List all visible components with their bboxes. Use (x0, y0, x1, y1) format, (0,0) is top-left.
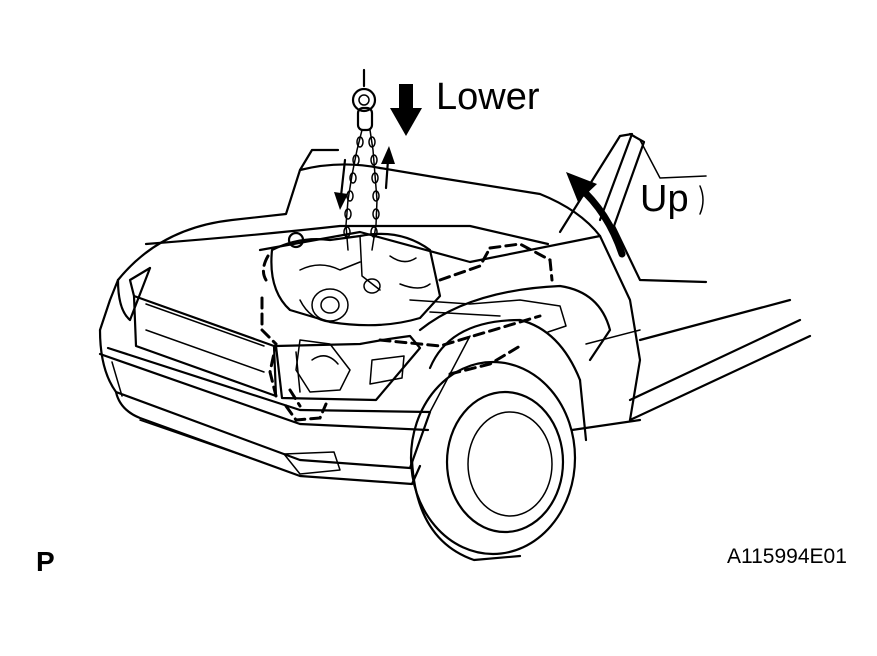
chain-up-arrow-icon (381, 146, 395, 190)
lower-label: Lower (436, 76, 540, 118)
chain-down-arrow-icon (334, 158, 348, 210)
lower-arrow-icon (390, 84, 422, 136)
front-wheel (409, 360, 577, 562)
front-fender (418, 284, 612, 442)
raised-hood (116, 148, 602, 322)
hidden-outline-dashed (260, 242, 554, 422)
figure-code: A115994E01 (727, 545, 847, 568)
hoist-hook-icon (351, 68, 377, 132)
windshield-pillar (558, 132, 708, 284)
front-grille (132, 294, 422, 402)
up-label: Up (640, 178, 689, 220)
view-marker: P (36, 546, 55, 577)
body-side (570, 234, 812, 432)
front-bumper (98, 328, 432, 486)
up-arrow-icon (566, 172, 626, 258)
engine-assembly (270, 231, 567, 393)
up-label-bracket (699, 185, 704, 215)
